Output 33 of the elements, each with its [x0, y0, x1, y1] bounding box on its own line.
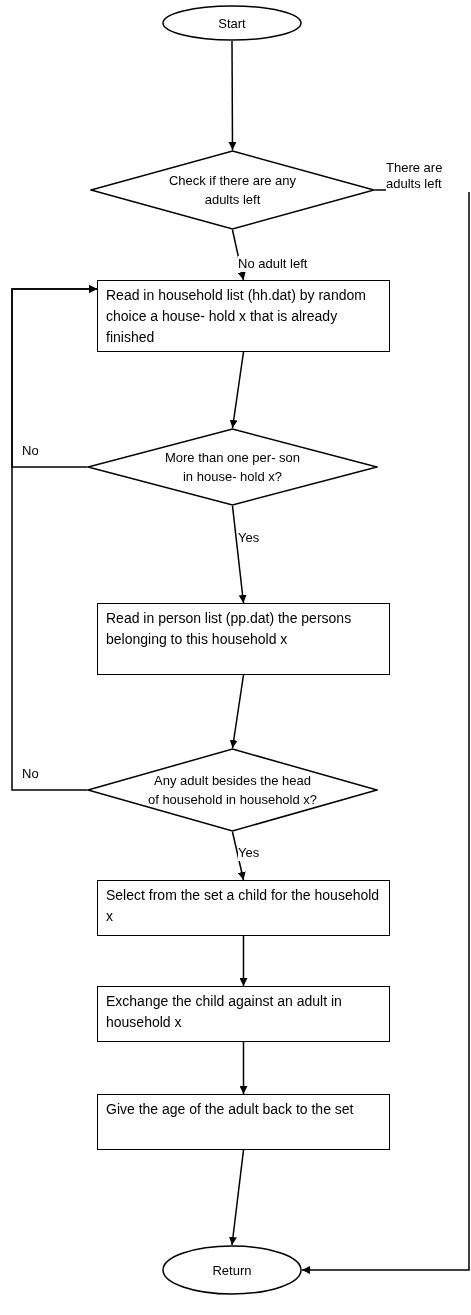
- arrow: [231, 505, 247, 604]
- decision-diamond: [87, 428, 378, 506]
- arrow: [239, 1041, 248, 1095]
- decision-text: Check if there are any adults left: [167, 172, 298, 209]
- step-text: Read in household list (hh.dat) by random choice a house- hold x that is already finished: [106, 287, 366, 345]
- arrow: [229, 674, 245, 749]
- decision-diamond: [90, 150, 375, 230]
- arrow: [239, 935, 248, 987]
- process-box: [97, 280, 390, 352]
- step-text: Give the age of the adult back to the set: [106, 1101, 354, 1117]
- step-text: Read in person list (pp.dat) the persons belonging to this household x: [106, 610, 352, 647]
- step-text: Select from the set a child for the household x: [106, 887, 380, 924]
- arrow: [301, 189, 470, 1274]
- terminal-label: Return: [212, 1261, 252, 1280]
- process-box: [97, 986, 390, 1042]
- decision-text: Any adult besides the head of household in household x?: [147, 772, 318, 809]
- edge-label: There are adults left: [386, 160, 471, 192]
- terminal-label: Start: [218, 14, 246, 33]
- decision-diamond: [87, 748, 378, 832]
- decision-text: More than one per- son in house- hold x?: [163, 449, 302, 486]
- arrow: [231, 831, 246, 881]
- step-text: Exchange the child against an adult in household x: [106, 993, 342, 1030]
- edge-label: No adult left: [238, 256, 308, 272]
- terminal-ellipse: [162, 1245, 302, 1295]
- process-box: [97, 1094, 390, 1150]
- arrow: [11, 285, 98, 791]
- edge-label: Yes: [238, 845, 260, 861]
- process-box: [97, 603, 390, 675]
- process-box: [97, 880, 390, 936]
- terminal-ellipse: [162, 5, 302, 41]
- arrow: [229, 351, 245, 429]
- arrow: [229, 1149, 245, 1246]
- arrow: [228, 40, 237, 151]
